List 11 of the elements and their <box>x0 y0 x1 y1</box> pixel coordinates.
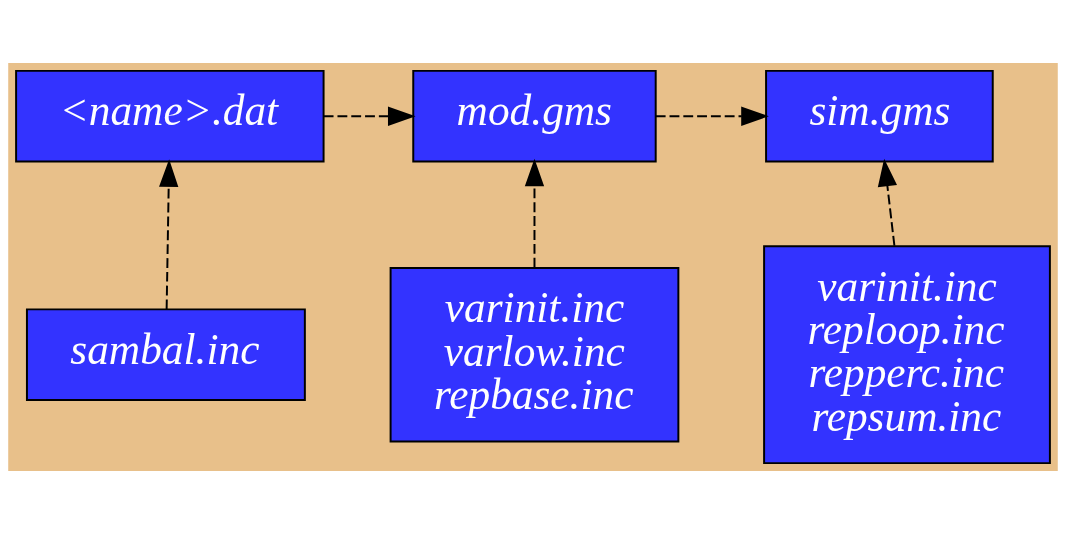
node-box: varinit.inc reploop.inc repperc.inc repsum.inc <box>763 244 1051 464</box>
node-box: <name>.dat <box>15 69 325 163</box>
arrow <box>524 158 545 268</box>
node-box: sambal.inc <box>25 307 306 401</box>
node-box: varinit.inc varlow.inc repbase.inc <box>389 266 680 442</box>
node-box: sim.gms <box>765 69 994 163</box>
arrow <box>322 106 416 126</box>
node-box: mod.gms <box>412 69 657 163</box>
arrow <box>654 106 769 126</box>
arrow <box>159 158 179 310</box>
arrow <box>877 158 897 247</box>
